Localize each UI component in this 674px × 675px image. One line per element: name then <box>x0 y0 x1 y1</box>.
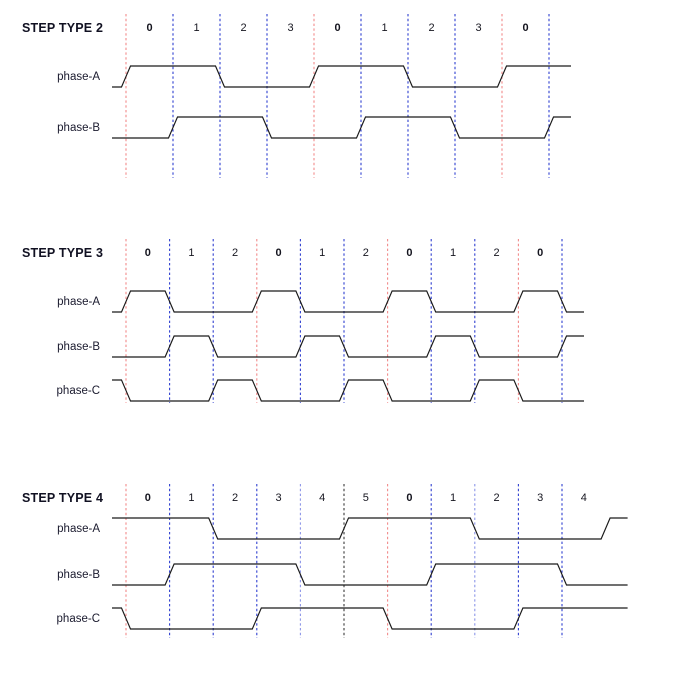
step-index-label: 3 <box>537 492 544 504</box>
step-index-label: 2 <box>231 492 239 504</box>
timing-diagram-step-type-3: STEP TYPE 3 0 1 2 0 1 2 0 1 2 0 phase-A phase-B phase… <box>0 225 674 415</box>
waveform-phase-C <box>112 607 628 630</box>
phase-label-phase-C: phase-C <box>56 384 100 397</box>
waveform-phase-B <box>112 335 584 358</box>
phase-label-phase-B: phase-B <box>57 340 100 353</box>
step-index-label: 0 <box>537 247 544 259</box>
phase-label-phase-A: phase-A <box>57 295 100 308</box>
waveform-phase-C <box>112 379 584 402</box>
diagram-title: STEP TYPE 2 <box>22 21 104 35</box>
step-index-label: 1 <box>193 22 200 34</box>
step-index-label: 2 <box>428 22 435 34</box>
step-index-label: 2 <box>231 247 239 259</box>
step-index-label: 1 <box>449 247 457 259</box>
step-index-label: 1 <box>381 22 388 34</box>
phase-label-phase-C: phase-C <box>56 612 100 625</box>
phase-label-phase-A: phase-A <box>57 70 100 83</box>
step-index-label: 4 <box>580 492 587 504</box>
step-index-label: 0 <box>275 247 282 259</box>
step-index-label: 0 <box>334 22 341 34</box>
step-index-label: 2 <box>362 247 369 259</box>
phase-label-phase-B: phase-B <box>57 121 100 134</box>
step-index-label: 4 <box>319 492 326 504</box>
waveform-phase-B <box>112 563 628 586</box>
step-index-label: 3 <box>275 492 282 504</box>
step-index-label: 2 <box>493 247 500 259</box>
waveform-canvas <box>112 484 628 638</box>
step-index-label: 5 <box>362 492 369 504</box>
timing-diagram-step-type-4: STEP TYPE 4 0 1 2 3 4 5 0 1 2 3 4 phase-A phase-B phas… <box>0 470 674 655</box>
step-index-label: 0 <box>522 22 529 34</box>
waveform-phase-B <box>112 116 571 139</box>
step-index-label: 0 <box>146 22 153 34</box>
step-index-label: 2 <box>493 492 500 504</box>
step-index-label: 1 <box>188 492 195 504</box>
timing-diagram-step-type-2: STEP TYPE 2 0 1 2 3 0 1 2 3 0 phase-A phase-B <box>0 0 674 200</box>
step-index-label: 0 <box>406 247 413 259</box>
waveform-canvas <box>112 14 571 178</box>
diagram-title: STEP TYPE 4 <box>22 491 104 505</box>
step-index-label: 3 <box>287 22 294 34</box>
waveform-phase-A <box>112 65 571 88</box>
step-index-label: 1 <box>449 492 457 504</box>
step-index-label: 0 <box>144 492 151 504</box>
waveform-canvas <box>112 239 584 403</box>
phase-label-phase-A: phase-A <box>57 522 100 535</box>
phase-label-phase-B: phase-B <box>57 568 100 581</box>
step-index-label: 3 <box>475 22 482 34</box>
diagram-title: STEP TYPE 3 <box>22 246 104 260</box>
step-index-label: 0 <box>406 492 413 504</box>
step-index-label: 1 <box>319 247 326 259</box>
step-index-label: 1 <box>188 247 195 259</box>
step-index-label: 2 <box>240 22 247 34</box>
waveform-phase-A <box>112 517 628 540</box>
step-index-label: 0 <box>144 247 151 259</box>
waveform-phase-A <box>112 290 584 313</box>
